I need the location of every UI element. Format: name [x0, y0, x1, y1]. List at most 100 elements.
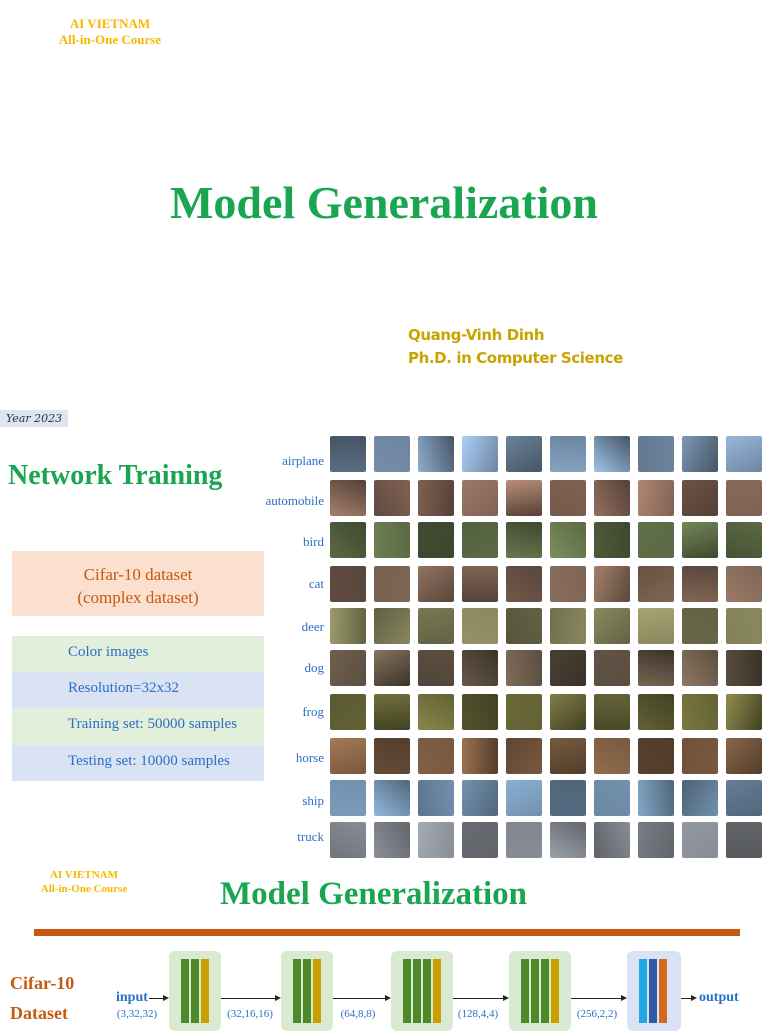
thumbnail-airplane: [330, 436, 366, 472]
thumbnail-horse: [638, 738, 674, 774]
thumbnail-ship: [682, 780, 718, 816]
conv-block-3: [391, 951, 453, 1031]
thumbnail-truck: [594, 822, 630, 858]
thumbnail-frog: [682, 694, 718, 730]
thumbnail-dog: [726, 650, 762, 686]
arrow: [571, 998, 621, 999]
thumbnail-bird: [374, 522, 410, 558]
conv-bar: [413, 959, 421, 1023]
slide3-title: Model Generalization: [220, 876, 528, 912]
thumbnail-automobile: [550, 480, 586, 516]
thumbnail-airplane: [682, 436, 718, 472]
author-degree: Ph.D. in Computer Science: [408, 349, 623, 367]
class-label-truck: truck: [297, 829, 324, 844]
thumbnail-bird: [594, 522, 630, 558]
thumbnail-cat: [638, 566, 674, 602]
thumbnail-dog: [638, 650, 674, 686]
conv-block-1: [169, 951, 221, 1031]
thumbnail-horse: [550, 738, 586, 774]
thumbnail-deer: [418, 608, 454, 644]
property-label: Color images: [68, 644, 149, 660]
thumbnail-frog: [638, 694, 674, 730]
class-label-horse: horse: [295, 750, 324, 765]
thumbnail-truck: [330, 822, 366, 858]
thumbnail-ship: [330, 780, 366, 816]
brand-logo-top: AI VIETNAM All-in-One Course: [40, 16, 180, 49]
conv-bar: [551, 959, 559, 1023]
author-name: Quang-Vinh Dinh: [408, 326, 545, 344]
thumbnail-bird: [638, 522, 674, 558]
thumbnail-truck: [462, 822, 498, 858]
arrow: [681, 998, 691, 999]
thumbnail-horse: [374, 738, 410, 774]
conv-bar: [293, 959, 301, 1023]
thumbnail-deer: [638, 608, 674, 644]
thumbnail-truck: [682, 822, 718, 858]
arrow: [149, 998, 163, 999]
class-label-bird: bird: [303, 534, 324, 549]
thumbnail-ship: [594, 780, 630, 816]
conv-block-4: [509, 951, 571, 1031]
arrow: [221, 998, 275, 999]
dataset-box-line2: (complex dataset): [77, 588, 199, 607]
thumbnail-ship: [550, 780, 586, 816]
thumbnail-frog: [506, 694, 542, 730]
thumbnail-ship: [374, 780, 410, 816]
conv-bar: [201, 959, 209, 1023]
thumbnail-truck: [638, 822, 674, 858]
thumbnail-dog: [330, 650, 366, 686]
thumbnail-truck: [374, 822, 410, 858]
dataset-box-line1: Cifar-10 dataset: [83, 565, 193, 584]
thumbnail-automobile: [682, 480, 718, 516]
conv-bar: [313, 959, 321, 1023]
brand-line2: All-in-One Course: [58, 32, 162, 48]
property-label: Testing set: 10000 samples: [68, 753, 230, 769]
thumbnail-bird: [726, 522, 762, 558]
thumbnail-deer: [506, 608, 542, 644]
thumbnail-cat: [330, 566, 366, 602]
thumbnail-bird: [550, 522, 586, 558]
thumbnail-bird: [418, 522, 454, 558]
thumbnail-cat: [506, 566, 542, 602]
thumbnail-automobile: [594, 480, 630, 516]
accent-rule: [34, 929, 740, 936]
dim-label: (3,32,32): [116, 1008, 158, 1020]
thumbnail-frog: [550, 694, 586, 730]
arrow: [333, 998, 385, 999]
dim-label: (32,16,16): [227, 1008, 273, 1020]
thumbnail-airplane: [550, 436, 586, 472]
conv-bar: [181, 959, 189, 1023]
conv-bar: [541, 959, 549, 1023]
thumbnail-deer: [330, 608, 366, 644]
thumbnail-horse: [330, 738, 366, 774]
thumbnail-cat: [550, 566, 586, 602]
thumbnail-dog: [594, 650, 630, 686]
thumbnail-automobile: [374, 480, 410, 516]
thumbnail-airplane: [726, 436, 762, 472]
output-label: output: [699, 990, 739, 1005]
property-resolution: Resolution=32x32: [12, 672, 264, 708]
thumbnail-horse: [726, 738, 762, 774]
conv-bar: [423, 959, 431, 1023]
slide2-title: Network Training: [8, 460, 223, 491]
slide1-title: Model Generalization: [170, 177, 598, 228]
thumbnail-airplane: [594, 436, 630, 472]
thumbnail-airplane: [506, 436, 542, 472]
thumbnail-automobile: [330, 480, 366, 516]
thumbnail-deer: [550, 608, 586, 644]
dim-label: (256,2,2): [576, 1008, 618, 1020]
class-label-airplane: airplane: [282, 453, 324, 468]
year-tag: Year 2023: [0, 410, 69, 427]
thumbnail-airplane: [462, 436, 498, 472]
thumbnail-dog: [506, 650, 542, 686]
arrow-head: [385, 995, 391, 1001]
thumbnail-dog: [374, 650, 410, 686]
thumbnail-bird: [330, 522, 366, 558]
thumbnail-cat: [374, 566, 410, 602]
thumbnail-deer: [462, 608, 498, 644]
conv-bar: [303, 959, 311, 1023]
thumbnail-deer: [374, 608, 410, 644]
arrow-head: [691, 995, 697, 1001]
dim-label: (64,8,8): [340, 1008, 376, 1020]
thumbnail-frog: [418, 694, 454, 730]
